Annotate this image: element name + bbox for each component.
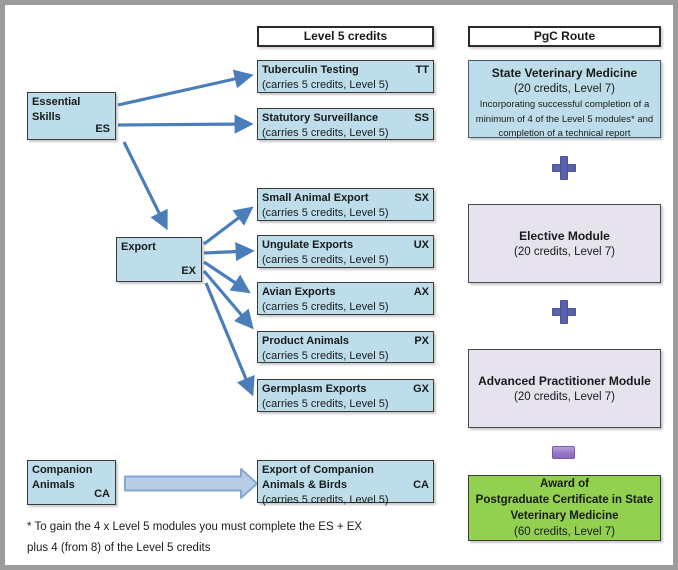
arrow-es-to-tuberculin [117,69,254,107]
companion-animals-code: CA [94,488,110,500]
module-code: SS [414,112,429,124]
arrow-ex-to-germplasm [204,282,255,397]
export-title: Export [121,241,156,253]
arrow-es-to-surveillance [117,114,254,134]
elective-title: Elective Module [519,228,610,243]
arrow-ex-to-ungulate [203,242,255,262]
module-code: GX [413,383,429,395]
export-box: Export EX [116,237,202,282]
essential-skills-code: ES [95,123,110,135]
svm-credits: (20 credits, Level 7) [514,83,615,95]
companion-animals-box: Companion Animals CA [27,460,116,505]
essential-skills-box: Essential Skills ES [27,92,116,140]
module-title: Statutory Surveillance [262,112,379,124]
arrow-ex-to-small-animal [203,206,254,246]
companion-animals-title: Companion Animals [32,464,93,491]
module-title: Germplasm Exports [262,383,367,395]
elective-credits: (20 credits, Level 7) [514,245,615,258]
advanced-credits: (20 credits, Level 7) [514,390,615,403]
equals-icon [552,446,575,459]
award-box: Award of Postgraduate Certificate in Sta… [468,475,661,541]
module-detail: (carries 5 credits, Level 5) [262,494,389,506]
export-code: EX [181,265,196,277]
arrow-es-to-export [122,141,168,231]
module-detail: (carries 5 credits, Level 5) [262,207,389,219]
module-code: SX [414,192,429,204]
module-code: PX [414,335,429,347]
module-ungulate-exports: Ungulate Exports (carries 5 credits, Lev… [257,235,434,268]
module-germplasm-exports: Germplasm Exports (carries 5 credits, Le… [257,379,434,412]
state-veterinary-medicine-box: State Veterinary Medicine (20 credits, L… [468,60,661,139]
module-export-companion-animals-birds: Export of Companion Animals & Birds (car… [257,460,434,506]
module-title: Small Animal Export [262,192,369,204]
pgc-route-header: PgC Route [468,26,661,47]
module-product-animals: Product Animals (carries 5 credits, Leve… [257,331,434,363]
award-credits: (60 credits, Level 7) [514,526,615,538]
module-detail: (carries 5 credits, Level 5) [262,127,389,139]
svm-title: State Veterinary Medicine [491,66,638,80]
module-detail: (carries 5 credits, Level 5) [262,350,389,362]
module-title: Ungulate Exports [262,239,354,251]
module-tuberculin-testing: Tuberculin Testing (carries 5 credits, L… [257,60,434,93]
module-title: Export of Companion Animals & Birds [262,464,374,491]
svm-note: Incorporating successful completion of a… [475,99,654,139]
module-code: CA [413,479,429,491]
module-code: UX [413,239,429,251]
advanced-title: Advanced Practitioner Module [478,373,651,388]
module-title: Product Animals [262,335,349,347]
advanced-practitioner-module-box: Advanced Practitioner Module (20 credits… [468,349,661,428]
arrow-ex-to-product [202,269,254,330]
module-detail: (carries 5 credits, Level 5) [262,398,389,410]
module-code: TT [415,64,429,76]
module-title: Tuberculin Testing [262,64,359,76]
arrow-ex-to-avian [203,260,251,294]
essential-skills-title: Essential Skills [32,96,81,123]
module-code: AX [413,286,429,298]
plus-icon [552,300,576,324]
block-arrow-ca-to-export-ca [124,468,258,499]
module-statutory-surveillance: Statutory Surveillance (carries 5 credit… [257,108,434,140]
module-detail: (carries 5 credits, Level 5) [262,79,389,91]
module-detail: (carries 5 credits, Level 5) [262,254,389,266]
module-avian-exports: Avian Exports (carries 5 credits, Level … [257,282,434,315]
level5-credits-header: Level 5 credits [257,26,434,47]
module-detail: (carries 5 credits, Level 5) [262,301,389,313]
elective-module-box: Elective Module (20 credits, Level 7) [468,204,661,283]
module-title: Avian Exports [262,286,336,298]
award-title: Award of Postgraduate Certificate in Sta… [475,478,654,522]
plus-icon [552,156,576,180]
module-small-animal-export: Small Animal Export (carries 5 credits, … [257,188,434,221]
footnote: * To gain the 4 x Level 5 modules you mu… [27,521,363,554]
